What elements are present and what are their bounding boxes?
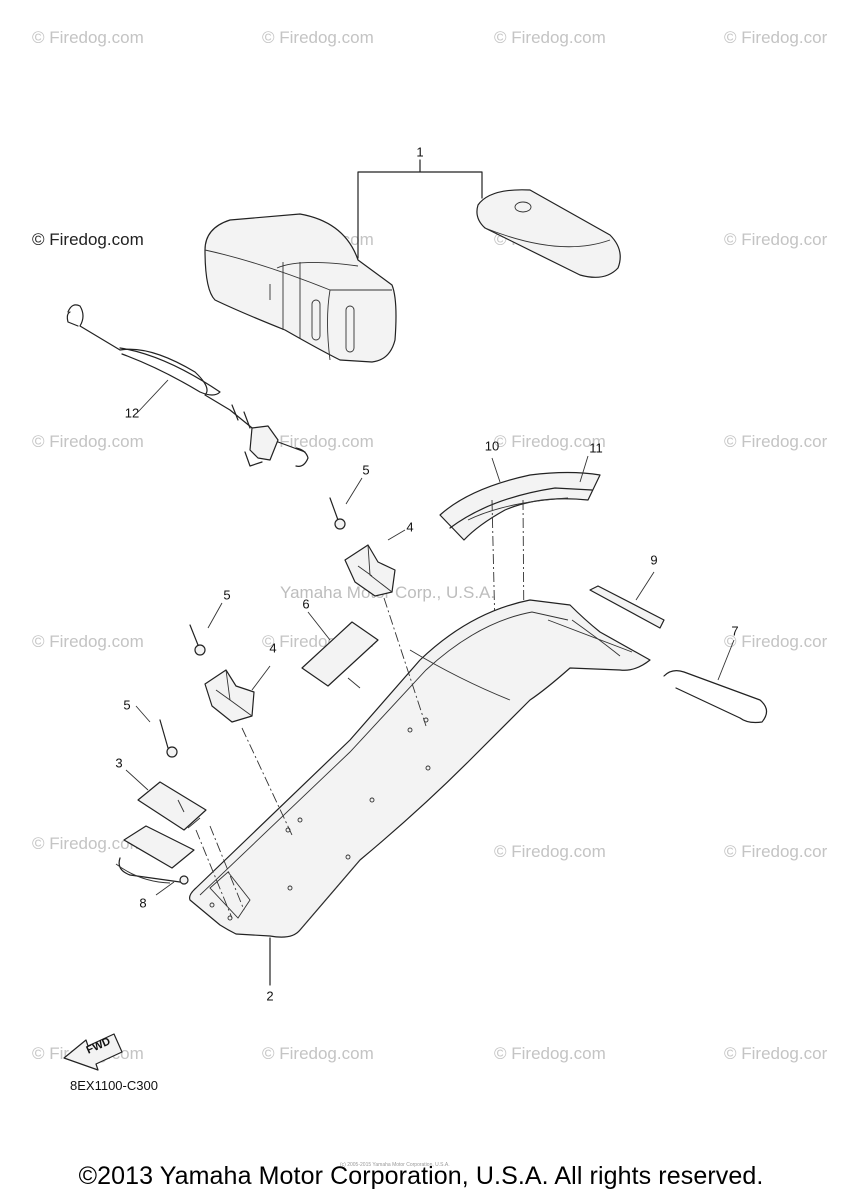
part-5-screws (135, 477, 363, 758)
callout-6: 6 (302, 596, 310, 612)
callout-8: 8 (139, 895, 147, 911)
callout-1: 1 (416, 144, 424, 160)
callout-12: 12 (124, 405, 140, 421)
copyright-footer: ©2013 Yamaha Motor Corporation, U.S.A. A… (78, 1162, 764, 1190)
callout-5b: 5 (223, 587, 231, 603)
callout-9: 9 (650, 552, 658, 568)
diagram-code: 8EX1100-C300 (70, 1078, 158, 1093)
fine-print: (c) 2005-2015 Yamaha Motor Corporation, … (340, 1162, 450, 1168)
callout-11: 11 (589, 440, 603, 456)
part-2-main-plate (189, 599, 651, 986)
callout-3: 3 (115, 755, 123, 771)
part-3-8-hardware (115, 769, 245, 919)
part-6-decal (301, 621, 379, 687)
callout-4a: 4 (406, 519, 414, 535)
callout-5c: 5 (123, 697, 131, 713)
callout-2: 2 (266, 988, 274, 1004)
callout-10: 10 (484, 438, 500, 454)
part-10-11-decals (439, 455, 601, 641)
part-7-rod (663, 670, 768, 724)
fwd-arrow-icon (63, 1033, 123, 1071)
part-1-seat-set (204, 159, 621, 363)
callout-4b: 4 (269, 640, 277, 656)
part-4-brackets (204, 529, 427, 836)
callout-7: 7 (731, 623, 739, 639)
part-12-cable (66, 304, 309, 467)
part-9-bar (589, 585, 665, 629)
callout-5a: 5 (362, 462, 370, 478)
